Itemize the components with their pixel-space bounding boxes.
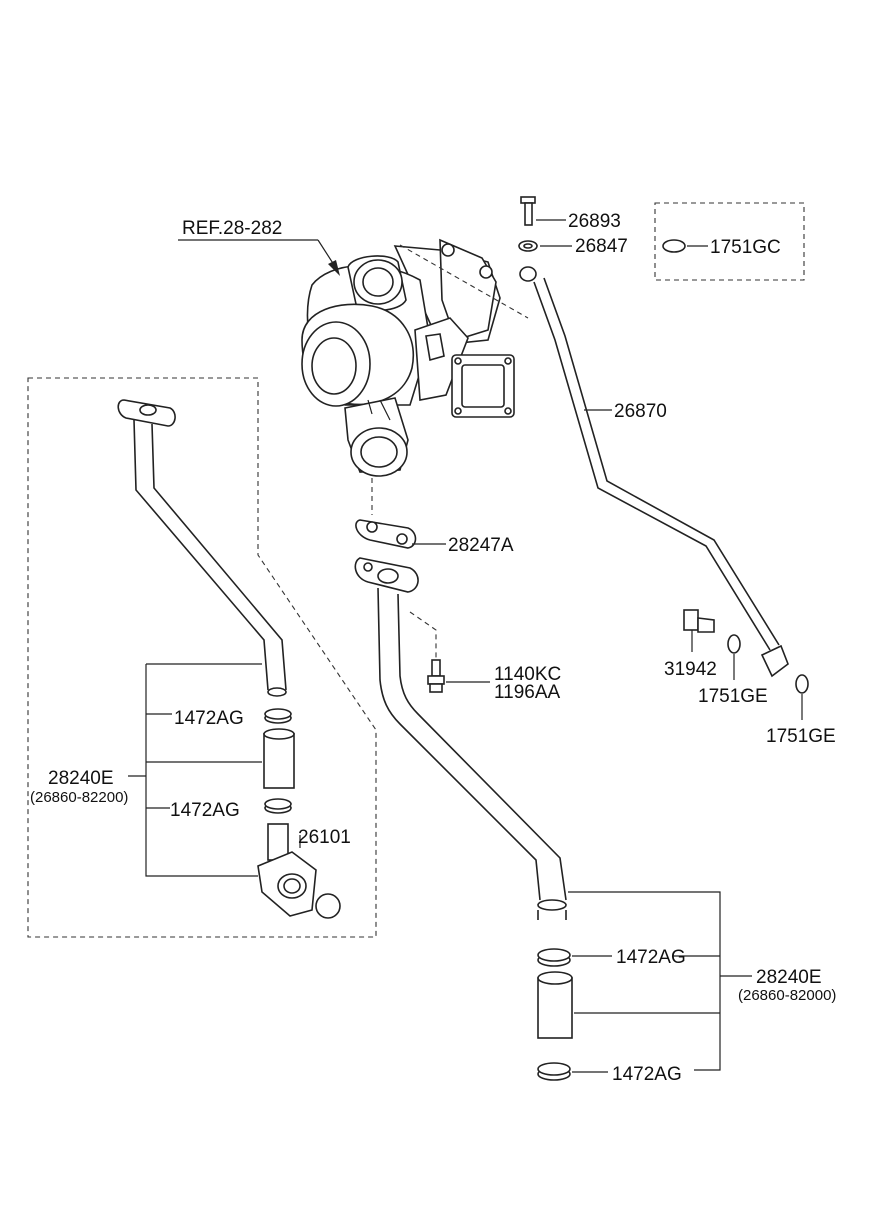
gasket-28247a (355, 519, 417, 549)
label-1751ge-b: 1751GE (766, 726, 836, 747)
banjo-bolt-26893 (520, 196, 536, 226)
label-right-clamp-top: 1472AG (616, 947, 686, 968)
ref-label: REF.28-282 (182, 218, 282, 239)
left-clamp-bottom (264, 798, 292, 814)
left-hose (263, 728, 295, 789)
washer-1751gc (662, 239, 686, 253)
label-1751ge-a: 1751GE (698, 686, 768, 707)
label-left-clamp-top: 1472AG (174, 708, 244, 729)
label-1751gc: 1751GC (710, 237, 781, 258)
oil-return-pipe (354, 557, 567, 920)
left-clamp-top (264, 708, 292, 724)
oil-feed-pipe-26870 (519, 266, 789, 678)
label-26893: 26893 (568, 211, 621, 232)
washer-1751ge-b (795, 674, 809, 694)
label-left-assembly-sub: (26860-82200) (30, 789, 128, 806)
label-left-clamp-bottom: 1472AG (170, 800, 240, 821)
label-1140kc: 1140KC (494, 664, 561, 685)
label-right-assembly-sub: (26860-82000) (738, 987, 836, 1004)
label-26870: 26870 (614, 401, 667, 422)
washer-26847 (518, 240, 538, 252)
right-clamp-top (537, 948, 571, 967)
left-assembly-boundary (27, 377, 377, 938)
right-clamp-bottom (537, 1062, 571, 1081)
gasket-26101 (315, 893, 341, 919)
label-left-assembly: 28240E (48, 768, 114, 789)
label-26101: 26101 (298, 827, 351, 848)
label-1196aa: 1196AA (494, 682, 561, 703)
gasket-callout-box (654, 202, 805, 281)
label-right-clamp-bottom: 1472AG (612, 1064, 682, 1085)
label-26847: 26847 (575, 236, 628, 257)
left-assembly-bracket (145, 663, 262, 877)
ref-arrow-head (328, 260, 340, 276)
fitting-31942 (683, 609, 715, 633)
turbocharger (301, 238, 529, 515)
left-oil-pipe (117, 399, 287, 697)
label-28247a: 28247A (448, 535, 514, 556)
bolt-1140kc (427, 659, 445, 693)
right-assembly-bracket (568, 891, 721, 1073)
right-hose (537, 971, 573, 1039)
washer-1751ge-a (727, 634, 741, 654)
left-flange-connector (257, 823, 317, 917)
label-right-assembly: 28240E (756, 967, 822, 988)
label-31942: 31942 (664, 659, 717, 680)
